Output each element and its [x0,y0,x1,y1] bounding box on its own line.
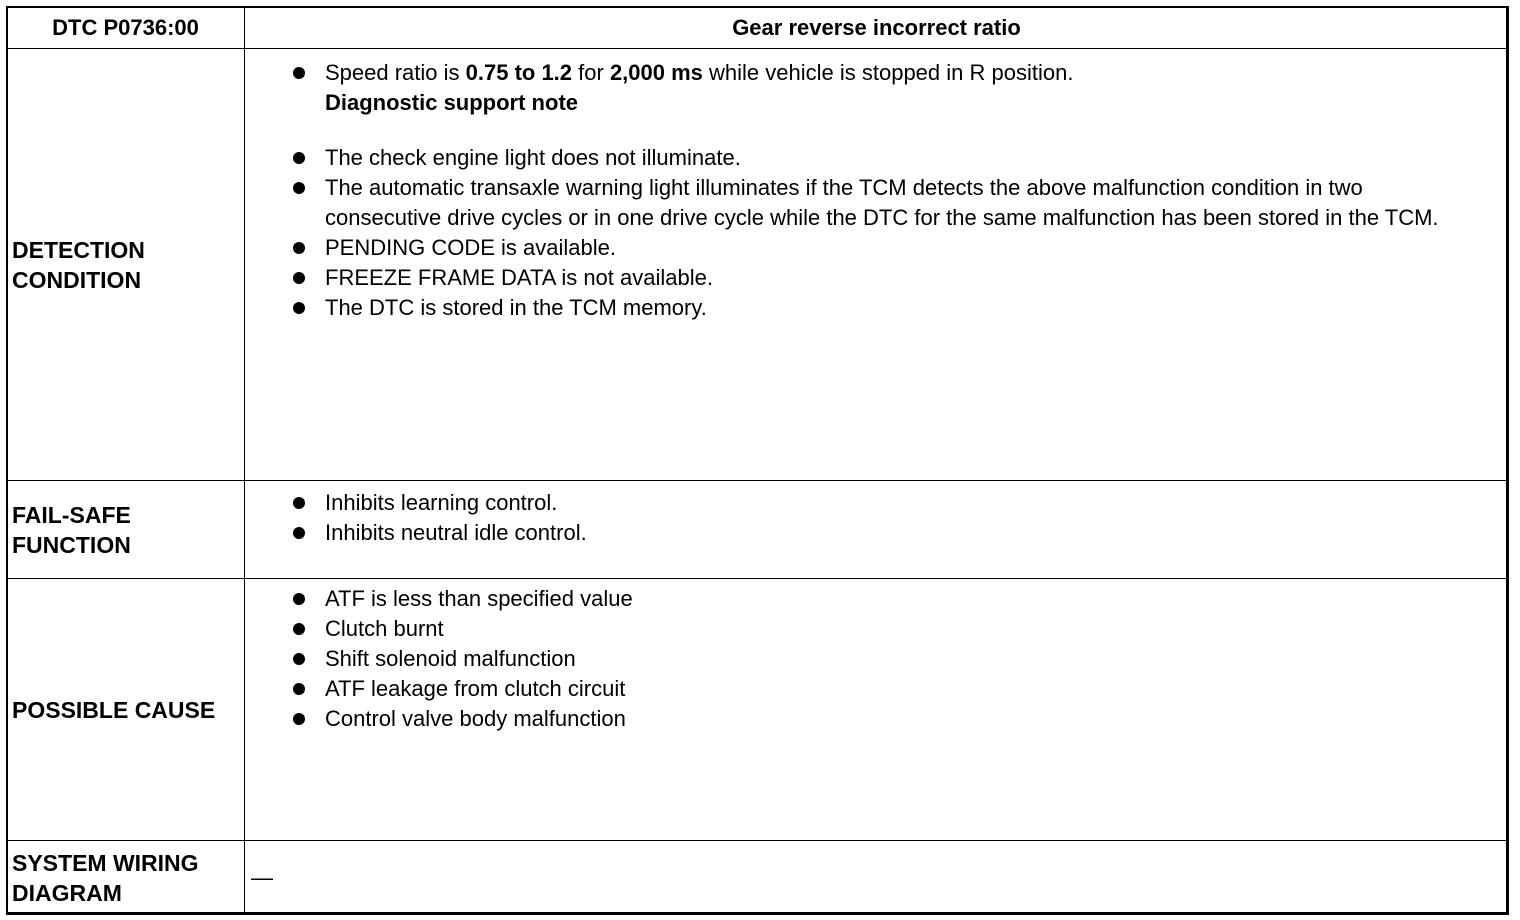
cause-text: Control valve body malfunction [325,706,626,731]
wiring-row: SYSTEM WIRING DIAGRAM — [6,840,1509,915]
cause-text: Clutch burnt [325,616,444,641]
speed-ratio-value: 0.75 to 1.2 [465,60,573,85]
note-text: FREEZE FRAME DATA is not available. [325,265,713,290]
note-item: PENDING CODE is available. [293,233,1478,263]
cause-label: POSSIBLE CAUSE [6,578,245,841]
failsafe-text: Inhibits neutral idle control. [325,520,587,545]
list-item: Control valve body malfunction [293,704,1478,734]
failsafe-content: Inhibits learning control. Inhibits neut… [244,480,1509,579]
bullet-icon [293,67,305,79]
failsafe-row: FAIL-SAFE FUNCTION Inhibits learning con… [6,480,1509,579]
failsafe-label: FAIL-SAFE FUNCTION [6,480,245,579]
list-item: Clutch burnt [293,614,1478,644]
detection-row: DETECTION CONDITION Speed ratio is 0.75 … [6,48,1509,481]
table-frame [6,6,1508,914]
detection-label: DETECTION CONDITION [6,48,245,481]
bullet-icon [293,497,305,509]
cause-text: Shift solenoid malfunction [325,646,576,671]
bullet-icon [293,623,305,635]
detection-bullet-pre: Speed ratio is [325,60,466,85]
bullet-icon [293,527,305,539]
list-item: ATF is less than specified value [293,584,1478,614]
failsafe-text: Inhibits learning control. [325,490,558,515]
note-item: The DTC is stored in the TCM memory. [293,293,1478,323]
bullet-icon [293,182,305,194]
bullet-icon [293,713,305,725]
duration-value: 2,000 ms [609,60,703,85]
bullet-icon [293,302,305,314]
list-item: Shift solenoid malfunction [293,644,1478,674]
detection-bullet-post: while vehicle is stopped in R position. [702,60,1074,85]
cause-content: ATF is less than specified value Clutch … [244,578,1509,841]
note-title-row: Diagnostic support note [293,88,1478,118]
cause-row: POSSIBLE CAUSE ATF is less than specifie… [6,578,1509,841]
dtc-title: Gear reverse incorrect ratio [244,6,1509,49]
note-text: PENDING CODE is available. [325,235,616,260]
list-item: ATF leakage from clutch circuit [293,674,1478,704]
cause-text: ATF is less than specified value [325,586,633,611]
note-text: The DTC is stored in the TCM memory. [325,295,707,320]
header-row: DTC P0736:00 Gear reverse incorrect rati… [6,6,1509,49]
dtc-code: DTC P0736:00 [6,6,245,49]
bullet-icon [293,593,305,605]
wiring-label: SYSTEM WIRING DIAGRAM [6,840,245,915]
bullet-icon [293,242,305,254]
list-item: Inhibits learning control. [293,488,1478,518]
cause-text: ATF leakage from clutch circuit [325,676,626,701]
note-text: The automatic transaxle warning light il… [325,175,1439,230]
detection-bullet: Speed ratio is 0.75 to 1.2 for 2,000 ms … [293,58,1478,88]
list-item: Inhibits neutral idle control. [293,518,1478,548]
wiring-value: — [244,840,1509,915]
bullet-icon [293,272,305,284]
note-item: FREEZE FRAME DATA is not available. [293,263,1478,293]
bullet-icon [293,683,305,695]
note-item: The automatic transaxle warning light il… [293,173,1478,233]
note-item: The check engine light does not illumina… [293,143,1478,173]
bullet-icon [293,152,305,164]
note-text: The check engine light does not illumina… [325,145,741,170]
bullet-icon [293,653,305,665]
detection-content: Speed ratio is 0.75 to 1.2 for 2,000 ms … [244,48,1509,481]
dtc-table: DTC P0736:00 Gear reverse incorrect rati… [6,6,1509,915]
detection-bullet-mid: for [572,60,610,85]
diagnostic-note-title: Diagnostic support note [325,90,578,115]
